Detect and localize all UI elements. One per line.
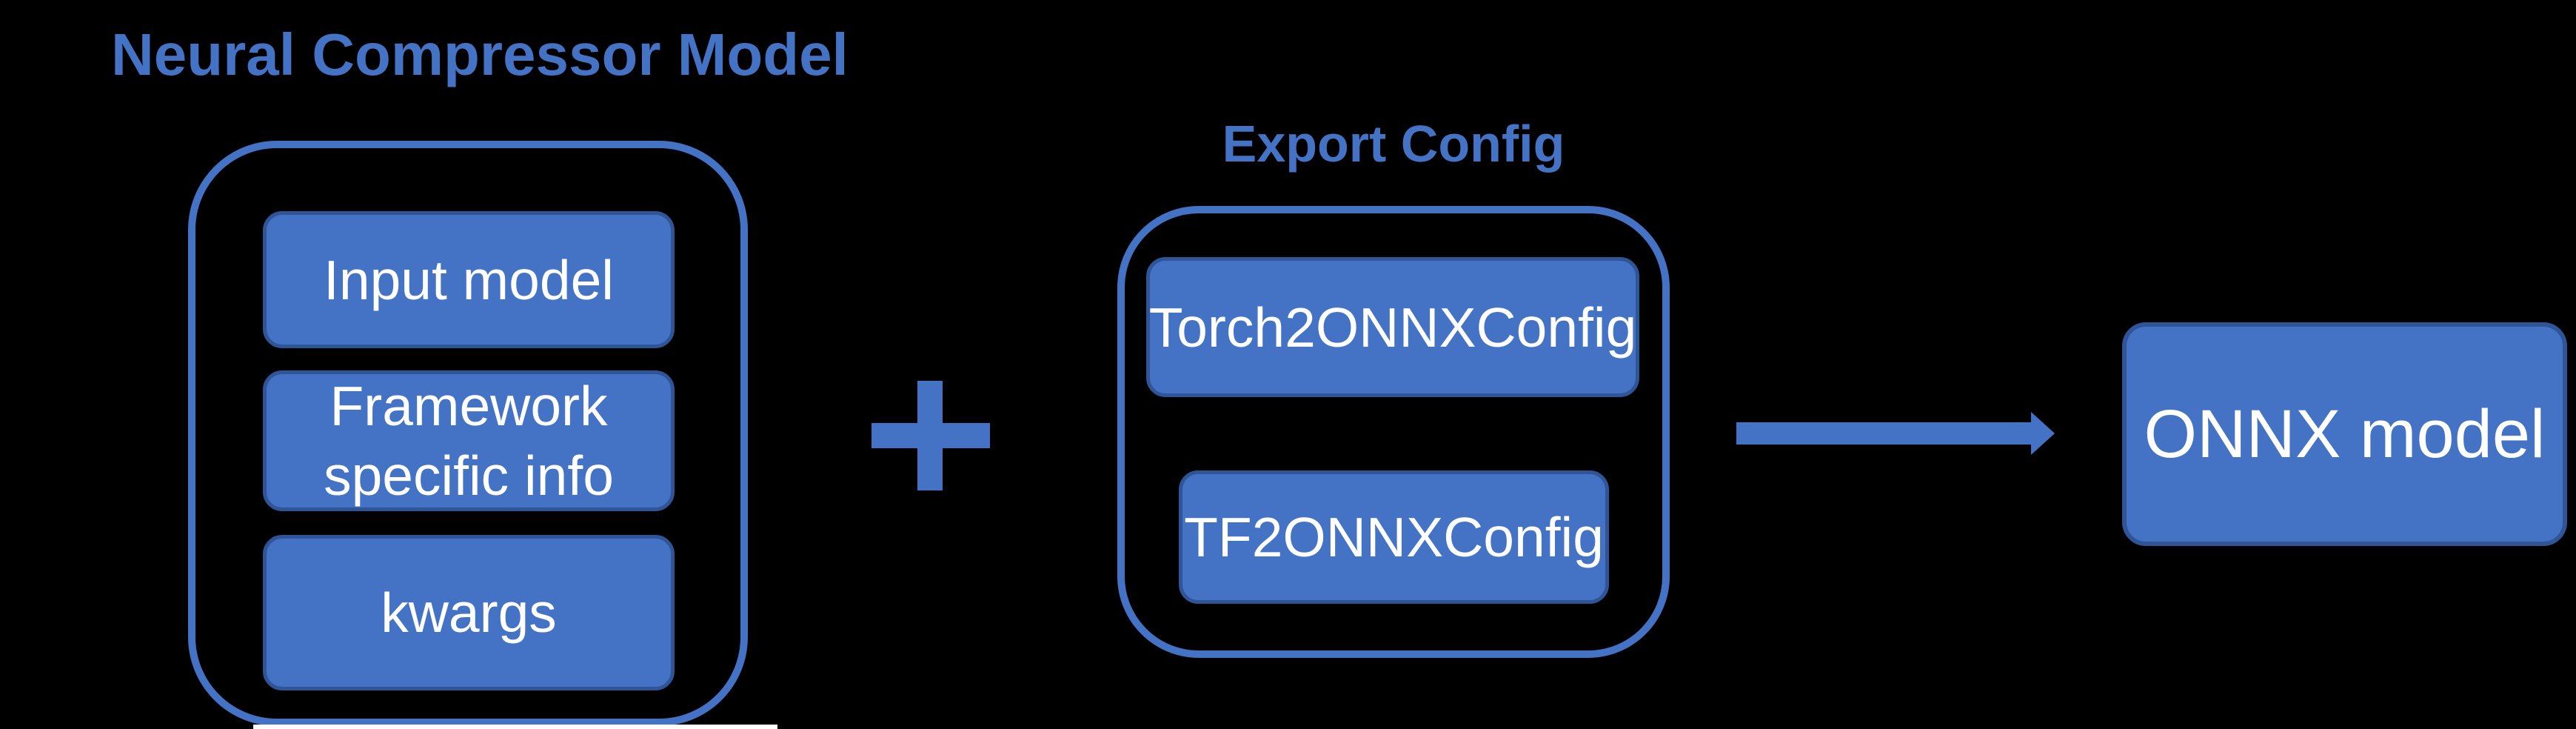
plus-icon [872,381,990,490]
kwargs-box: kwargs [263,535,675,690]
neural-compressor-title: Neural Compressor Model [111,21,849,87]
input-model-label: Input model [324,248,614,311]
arrow-shaft [1736,422,2031,445]
arrow-head [2031,412,2055,455]
framework-specific-info-box: Framework specific info [263,370,675,511]
neural-compressor-container [188,141,748,726]
kwargs-label: kwargs [381,582,557,644]
export-config-title: Export Config [1222,115,1565,173]
input-model-box: Input model [263,211,675,348]
arrow-right-icon [1736,412,2055,456]
export-config-container [1117,206,1670,658]
plus-vertical-bar [917,381,943,490]
tf2onnxconfig-label: TF2ONNXConfig [1184,506,1604,568]
onnx-model-label: ONNX model [2144,396,2546,472]
bottom-white-strip [253,725,777,729]
torch2onnxconfig-box: Torch2ONNXConfig [1146,257,1639,397]
torch2onnxconfig-label: Torch2ONNXConfig [1148,296,1637,359]
onnx-model-box: ONNX model [2122,322,2567,546]
framework-specific-info-label: Framework specific info [324,375,614,507]
tf2onnxconfig-box: TF2ONNXConfig [1179,470,1609,604]
